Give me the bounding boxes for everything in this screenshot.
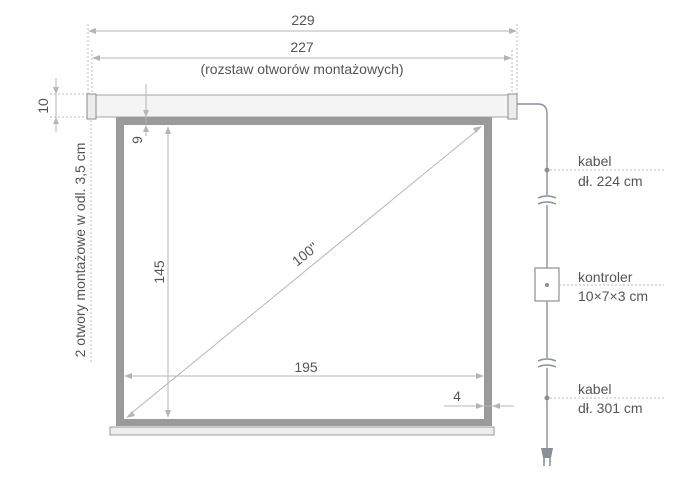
screen-height-label: 145 <box>151 260 167 284</box>
tube-height-dimension: 10 <box>35 78 88 132</box>
cable-bottom-callout: kabel dł. 301 cm <box>544 381 664 416</box>
bottom-bar <box>109 426 495 436</box>
power-cable <box>517 103 557 466</box>
right-end-cap <box>507 93 518 120</box>
mounting-note-label: 2 otwory montażowe w odl. 3,5 cm <box>72 143 88 358</box>
screen-width-dimension: 195 <box>124 359 484 379</box>
left-end-cap <box>86 93 97 120</box>
cable-top-callout: kabel dł. 224 cm <box>544 153 664 189</box>
hole-spacing-note: (rozstaw otworów montażowych) <box>200 61 403 77</box>
roller-tube <box>86 93 518 120</box>
top-margin-label: 9 <box>129 136 145 144</box>
cable-break-bottom-a <box>537 358 557 362</box>
cable-bottom-length: dł. 301 cm <box>578 400 643 416</box>
cable-bottom-label: kabel <box>578 381 611 397</box>
cable-top-length: dł. 224 cm <box>578 173 643 189</box>
top-margin-dimension: 9 <box>129 84 149 144</box>
controller-box <box>534 267 560 302</box>
tube-height-label: 10 <box>35 98 51 114</box>
mounting-holes-note: 2 otwory montażowe w odl. 3,5 cm <box>72 120 92 362</box>
cable-top-label: kabel <box>578 153 611 169</box>
screen-height-dimension: 145 <box>151 126 171 418</box>
cable-break-top-a <box>537 195 557 199</box>
cable-break-bottom-b <box>537 364 557 368</box>
hole-spacing-label: 227 <box>290 39 314 55</box>
power-plug-icon <box>541 448 553 466</box>
cable-break-top-b <box>537 201 557 205</box>
hole-spacing-dimension: 227 (rozstaw otworów montażowych) <box>91 39 513 94</box>
screen-width-label: 195 <box>294 359 318 375</box>
total-width-label: 229 <box>291 12 315 28</box>
controller-callout: kontroler 10×7×3 cm <box>559 269 664 304</box>
controller-label: kontroler <box>578 269 633 285</box>
controller-size: 10×7×3 cm <box>578 288 648 304</box>
border-label: 4 <box>453 388 461 404</box>
border-dimension: 4 <box>444 388 514 409</box>
total-width-dimension: 229 <box>87 12 518 94</box>
